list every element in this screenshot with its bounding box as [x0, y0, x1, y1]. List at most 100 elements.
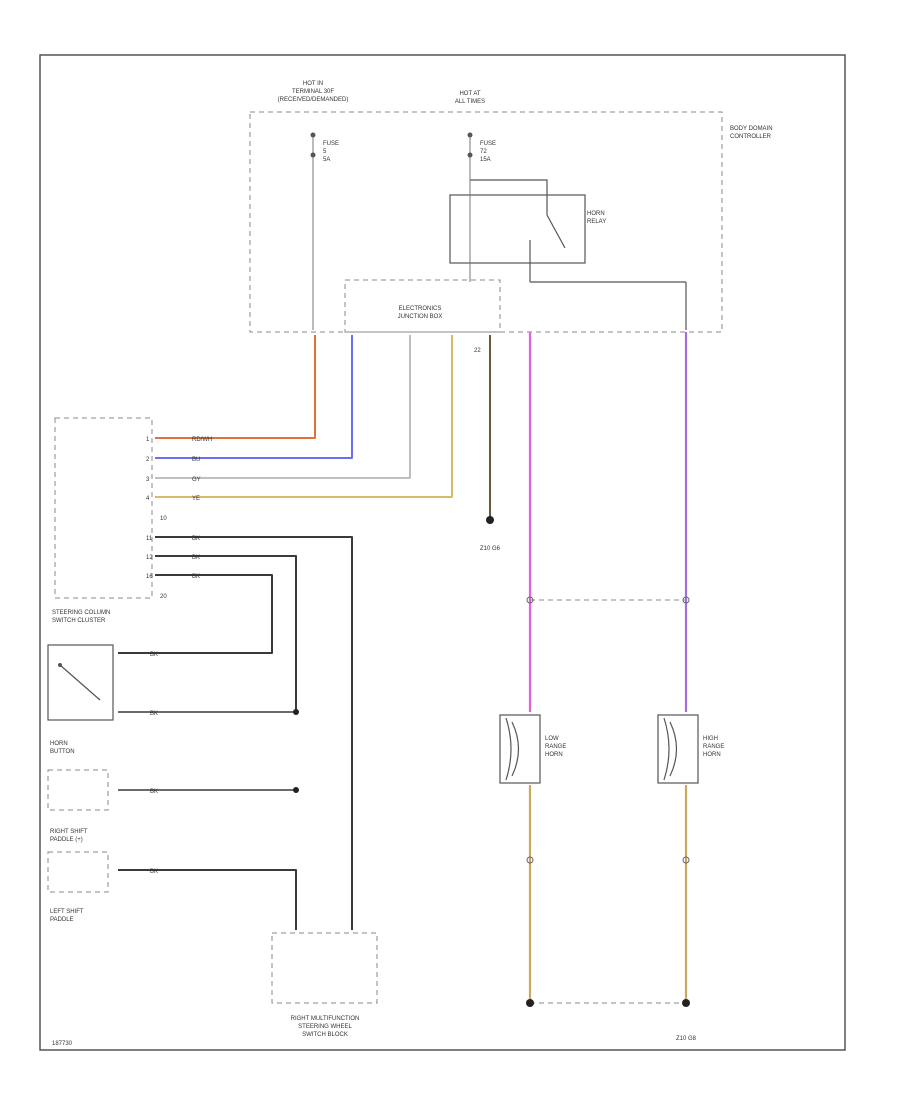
fuse_b-line-2: 15A [480, 157, 491, 163]
wire-label-bk-3: BK [192, 574, 200, 580]
label-electronics-junction: ELECTRONICS JUNCTION BOX [398, 306, 443, 320]
right_shift_paddle-line-0: RIGHT SHIFT [50, 829, 88, 835]
pin-junction-22: 22 [474, 348, 481, 354]
horn-button-switch [59, 664, 101, 701]
right-shift-paddle-box [47, 769, 109, 811]
label-left-shift-paddle: LEFT SHIFT PADDLE [50, 909, 84, 923]
pin-cluster-2: 2 [146, 457, 150, 463]
ground-a-dot [486, 516, 494, 524]
label-ground-a: Z10 G6 [480, 546, 501, 552]
multifunction-switch-box [271, 932, 378, 1004]
wire-label-rd-wh: RD/WH [192, 437, 212, 443]
wire-black-6 [118, 869, 297, 930]
label-horn-button: HORN BUTTON [50, 741, 75, 755]
wire-grey [155, 335, 411, 479]
fuse_a-line-1: 5 [323, 149, 327, 155]
fuse-a-terminal [310, 132, 316, 138]
pin-cluster-1: 1 [146, 437, 150, 443]
right_shift_paddle-line-1: PADDLE (+) [50, 837, 83, 843]
wire-label-gy: GY [192, 477, 201, 483]
pin-cluster-20: 20 [160, 594, 167, 600]
right_multifunction-line-2: SWITCH BLOCK [302, 1032, 348, 1038]
label-horn-relay: HORN RELAY [587, 211, 606, 225]
wire-black-2 [155, 555, 297, 712]
body_domain_controller-line-1: CONTROLLER [730, 134, 772, 140]
wire-red-white [155, 335, 316, 439]
right_multifunction-line-0: RIGHT MULTIFUNCTION [291, 1016, 360, 1022]
ground-b-dot-high [682, 999, 690, 1007]
hot_terminal_a-line-1: TERMINAL 30F [292, 89, 334, 95]
fuse_b-line-0: FUSE [480, 141, 496, 147]
splice-low [526, 596, 534, 604]
low_range_horn-line-1: RANGE [545, 744, 566, 750]
low_range_horn-line-0: LOW [545, 736, 559, 742]
horn_relay-line-0: HORN [587, 211, 605, 217]
label-hot-terminal-b: HOT AT ALL TIMES [455, 91, 485, 105]
relay-contact [546, 214, 566, 249]
horn-button-contact [58, 663, 62, 667]
wire-yellow [155, 335, 453, 498]
wire-label-bk-2: BK [192, 555, 200, 561]
pin-cluster-16: 16 [146, 574, 153, 580]
splice-lower-high [682, 856, 690, 864]
steering_column_cluster-line-1: SWITCH CLUSTER [52, 618, 106, 624]
electronics-junction-box [344, 279, 501, 333]
left_shift_paddle-line-1: PADDLE [50, 917, 74, 923]
junction-dot-1 [293, 709, 299, 715]
label-ground-b: Z10 G8 [676, 1036, 697, 1042]
wire-black-1 [155, 536, 353, 930]
fuse_a-line-2: 5A [323, 157, 330, 163]
horn-button-box [47, 644, 114, 721]
wire-blue [155, 335, 353, 459]
hot_terminal_a-line-2: (RECEIVED/DEMANDED) [278, 97, 349, 103]
splice-high [682, 596, 690, 604]
electronics_junction-line-1: JUNCTION BOX [398, 314, 443, 320]
wire-label-ye: YE [192, 496, 200, 502]
junction-dot-2 [293, 787, 299, 793]
fuse_b-line-1: 72 [480, 149, 487, 155]
horn_button-line-0: HORN [50, 741, 68, 747]
high-range-horn [657, 714, 699, 784]
pin-cluster-4: 4 [146, 496, 150, 502]
wire-label-bk-4: BK [150, 652, 158, 658]
wire-label-bu: BU [192, 457, 200, 463]
wire-black-3 [118, 574, 273, 654]
hot_terminal_b-line-1: ALL TIMES [455, 99, 485, 105]
fuse-a-terminal-2 [310, 152, 316, 158]
pin-cluster-12: 12 [146, 555, 153, 561]
relay-feed [470, 179, 548, 215]
diagram-frame [39, 54, 846, 1051]
label-hot-terminal-a: HOT IN TERMINAL 30F (RECEIVED/DEMANDED) [278, 81, 349, 103]
horn_button-line-1: BUTTON [50, 749, 75, 755]
body_domain_controller-line-0: BODY DOMAIN [730, 126, 773, 132]
fuse-b-terminal [467, 132, 473, 138]
wire-label-bk-5: BK [150, 711, 158, 717]
splice-lower-low [526, 856, 534, 864]
ground-b-dot-low [526, 999, 534, 1007]
label-figure-code: 187730 [52, 1041, 73, 1047]
wire-label-bk-7: BK [150, 869, 158, 875]
label-body-domain-controller: BODY DOMAIN CONTROLLER [730, 126, 773, 140]
left-shift-paddle-box [47, 851, 109, 893]
fuse_a-line-0: FUSE [323, 141, 339, 147]
label-low-range-horn: LOW RANGE HORN [545, 736, 566, 758]
left_shift_paddle-line-0: LEFT SHIFT [50, 909, 84, 915]
pin-cluster-10: 10 [160, 516, 167, 522]
high_range_horn-line-1: RANGE [703, 744, 724, 750]
electronics_junction-line-0: ELECTRONICS [399, 306, 442, 312]
horn_relay-line-1: RELAY [587, 219, 606, 225]
low-range-horn [499, 714, 541, 784]
horn-relay-box [449, 194, 586, 264]
low_range_horn-line-2: HORN [545, 752, 563, 758]
hot_terminal_a-line-0: HOT IN [303, 81, 323, 87]
label-fuse-b: FUSE 72 15A [480, 141, 496, 163]
pin-cluster-11: 11 [146, 536, 153, 542]
wire-label-bk-6: BK [150, 789, 158, 795]
hot_terminal_b-line-0: HOT AT [459, 91, 480, 97]
wire-label-bk-1: BK [192, 536, 200, 542]
steering-column-cluster-box [54, 417, 153, 599]
fuse-b-terminal-2 [467, 152, 473, 158]
